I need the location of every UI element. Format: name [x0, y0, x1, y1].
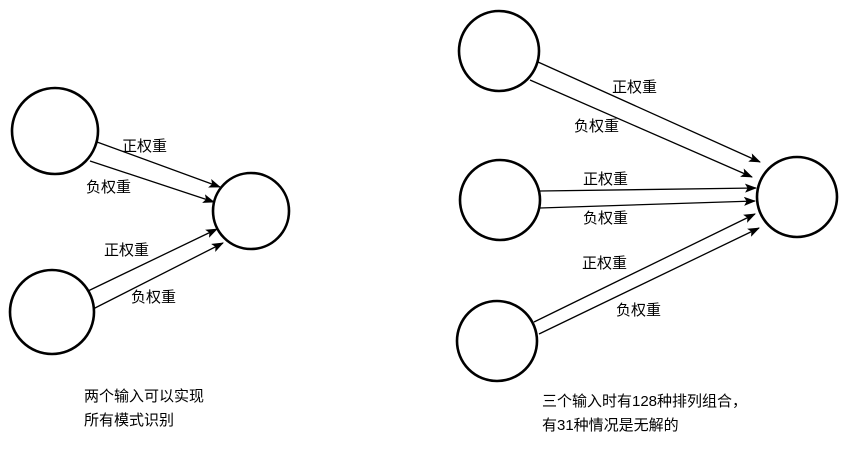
right-arrow-top-negative [529, 79, 753, 178]
right-input-node-bottom [455, 299, 539, 383]
left-input-node-top [10, 86, 100, 176]
left-output-node [211, 171, 291, 251]
left-label-top-positive: 正权重 [122, 138, 167, 155]
left-input-node-bottom [8, 268, 96, 356]
right-arrow-middle-negative [539, 196, 756, 209]
left-arrow-bottom-positive [87, 228, 218, 292]
left-label-bottom-negative: 负权重 [131, 289, 176, 306]
right-arrow-bottom-positive [533, 213, 756, 323]
left-caption-line-1: 两个输入可以实现 [84, 388, 204, 405]
right-input-node-middle [458, 158, 542, 242]
right-caption-line-1: 三个输入时有128种排列组合， [542, 393, 747, 410]
right-label-top-negative: 负权重 [574, 118, 619, 135]
right-input-node-top [457, 9, 541, 93]
right-label-middle-negative: 负权重 [583, 210, 628, 227]
left-arrow-bottom-negative [92, 242, 224, 310]
right-label-bottom-positive: 正权重 [582, 255, 627, 272]
right-arrow-bottom-negative [538, 227, 760, 335]
left-caption-line-2: 所有模式识别 [84, 412, 174, 429]
right-arrow-top-positive [537, 61, 761, 163]
right-label-middle-positive: 正权重 [583, 171, 628, 188]
left-arrow-top-positive [96, 141, 221, 188]
left-label-top-negative: 负权重 [86, 179, 131, 196]
right-output-node [755, 155, 839, 239]
right-caption-line-2: 有31种情况是无解的 [542, 417, 679, 434]
left-arrow-top-negative [89, 160, 215, 203]
left-label-bottom-positive: 正权重 [104, 242, 149, 259]
right-arrow-middle-positive [539, 183, 757, 193]
right-label-top-positive: 正权重 [612, 79, 657, 96]
left-diagram: 正权重 负权重 正权重 负权重 两个输入可以实现 所有模式识别 [8, 86, 291, 429]
right-diagram: 正权重 负权重 正权重 负权重 正权重 负权重 三个输入时有128种排列组合， … [455, 9, 839, 434]
right-label-bottom-negative: 负权重 [616, 302, 661, 319]
